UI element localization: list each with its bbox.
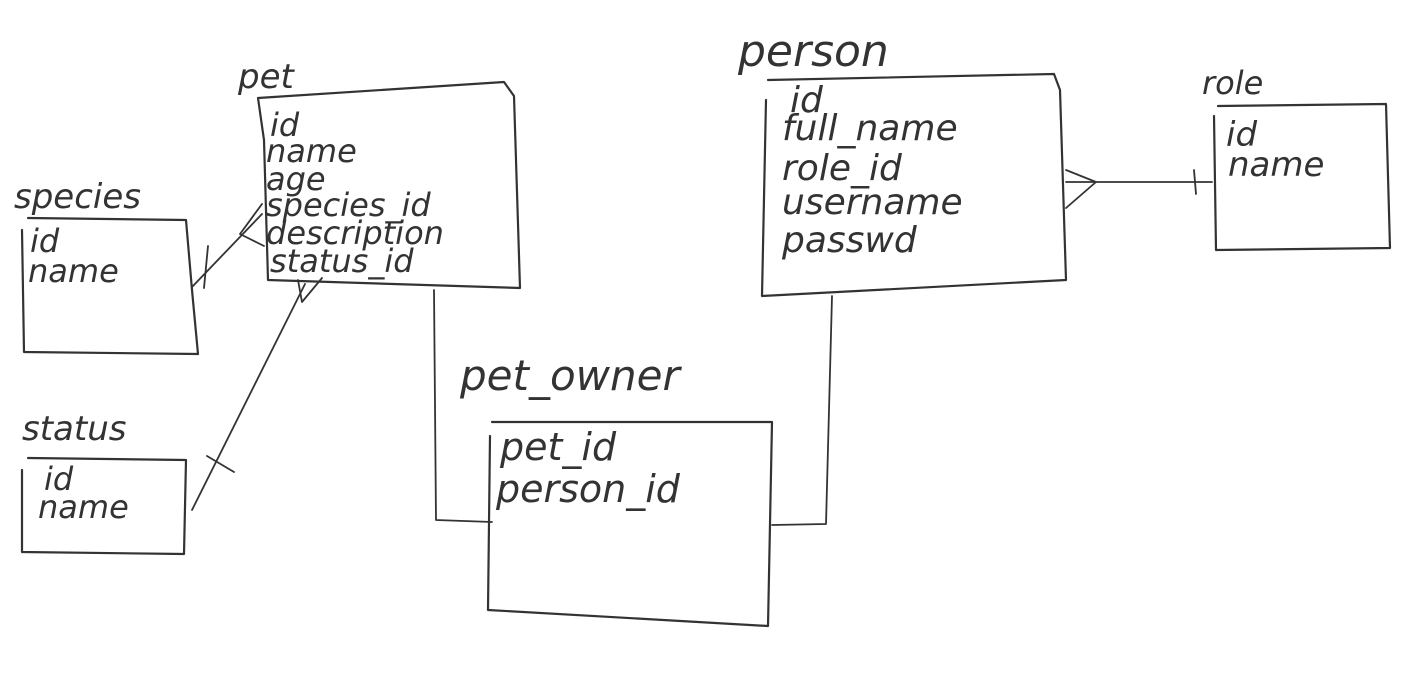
relation-person-role	[1065, 169, 1213, 209]
table-box-pet	[256, 80, 522, 290]
table-box-status	[20, 456, 188, 556]
field-role-name: name	[1228, 145, 1324, 185]
table-pet_owner: pet_owner pet_id person_id	[459, 351, 774, 628]
field-status-id: id	[44, 460, 74, 498]
field-pet-status_id: status_id	[270, 242, 414, 280]
relation-pet-status	[191, 277, 323, 511]
relation-person-pet_owner	[771, 295, 833, 526]
field-pet-id: id	[270, 106, 300, 144]
relation-pet-pet_owner	[433, 289, 493, 523]
field-pet_owner-person_id: person_id	[495, 467, 681, 511]
field-pet-description: description	[266, 214, 444, 252]
relation-pet-species	[191, 203, 265, 289]
field-person-role_id: role_id	[782, 148, 903, 189]
table-box-person	[760, 72, 1068, 298]
table-status: status id name	[20, 409, 188, 556]
table-title-species: species	[14, 177, 141, 217]
table-pet: pet id name age species_id description s…	[237, 57, 522, 290]
field-person-full_name: full_name	[782, 108, 958, 149]
table-role: role id name	[1202, 64, 1392, 252]
field-role-id: id	[1226, 115, 1257, 155]
table-title-person: person	[737, 26, 889, 77]
table-box-species	[20, 216, 200, 356]
field-person-id: id	[790, 80, 824, 121]
table-species: species id name	[14, 177, 200, 356]
table-title-pet: pet	[237, 57, 296, 97]
table-title-role: role	[1202, 64, 1263, 102]
field-pet-age: age	[266, 160, 326, 198]
field-species-name: name	[28, 252, 119, 290]
table-title-pet_owner: pet_owner	[459, 351, 682, 400]
field-pet-name: name	[266, 132, 357, 170]
table-title-status: status	[22, 409, 126, 449]
table-person: person id full_name role_id username pas…	[737, 26, 1068, 298]
field-species-id: id	[30, 222, 60, 260]
table-box-pet_owner	[486, 420, 774, 628]
field-person-passwd: passwd	[781, 220, 918, 261]
field-status-name: name	[38, 488, 129, 526]
field-pet-species_id: species_id	[266, 186, 431, 224]
field-person-username: username	[782, 182, 963, 223]
table-box-role	[1212, 102, 1392, 252]
field-pet_owner-pet_id: pet_id	[499, 425, 617, 469]
